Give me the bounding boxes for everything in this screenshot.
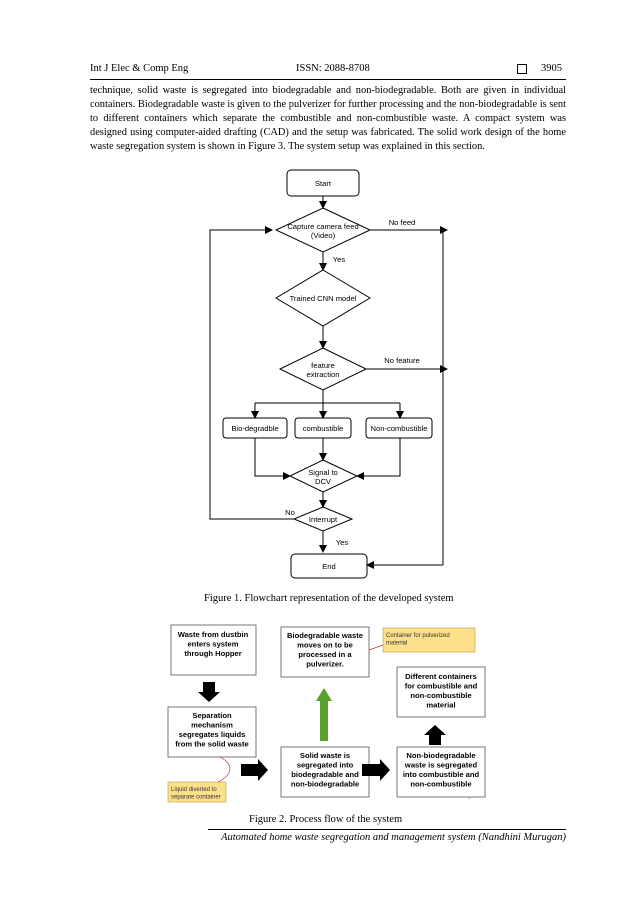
note-liquid	[167, 781, 227, 803]
figure1-caption: Figure 1. Flowchart representation of th…	[204, 593, 454, 604]
issn: ISSN: 2088-8708	[296, 63, 370, 74]
connector-pulverized	[368, 644, 384, 651]
yes-label-1: Yes	[333, 255, 346, 264]
box3-line-1: Solid waste is	[300, 751, 350, 760]
bio-label: Bio-degradble	[231, 424, 278, 433]
green-arrow-head	[316, 688, 332, 701]
feature-label-2: extraction	[307, 370, 340, 379]
box5-line-4: non-combustible	[410, 780, 471, 789]
box4-line-2: moves on to be	[297, 641, 353, 650]
box-containers	[396, 666, 486, 718]
signal-label-1: Signal to	[308, 468, 338, 477]
combustible-label: combustible	[303, 424, 344, 433]
box2-line-3: segregates liquids	[179, 730, 246, 739]
note-liquid-line-1: Liquid diverted to	[171, 787, 217, 793]
journal-name: Int J Elec & Comp Eng	[90, 63, 189, 74]
end-node	[290, 553, 368, 579]
box-separation	[167, 706, 257, 758]
box1-line-3: through Hopper	[184, 649, 241, 658]
footer-rule	[208, 829, 566, 830]
box4-line-4: pulverizer.	[306, 660, 344, 669]
capture-label-2: (Video)	[311, 231, 336, 240]
box4-line-1: Biodegradable waste	[287, 631, 363, 640]
arrow-noncomb-to-signal	[356, 438, 401, 480]
note-pulverized-line-2: material	[386, 641, 407, 647]
black-arrow-right-2	[362, 759, 390, 781]
box2-line-1: Separation	[192, 711, 232, 720]
box1-line-2: enters system	[187, 640, 238, 649]
interrupt-label: Interrupt	[309, 515, 338, 524]
connector-liquid	[217, 756, 231, 783]
noncombustible-node	[365, 417, 433, 439]
figure2-caption: Figure 2. Process flow of the system	[249, 814, 403, 825]
black-arrow-down	[198, 682, 220, 702]
box3-line-2: segregated into	[297, 761, 354, 770]
no-feed-label: No feed	[389, 218, 416, 227]
box-segregation	[280, 746, 370, 798]
note-liquid-line-2: separate container	[171, 795, 221, 801]
box6-line-2: for combustible and	[405, 682, 478, 691]
box5-line-2: waste is segregated	[404, 761, 478, 770]
yes-label-2: Yes	[336, 538, 349, 547]
capture-label-1: Capture camera feed	[287, 222, 358, 231]
box5-line-1: Non-biodegradable	[406, 751, 475, 760]
no-label: No	[285, 508, 295, 517]
black-arrow-up	[424, 725, 446, 745]
tiny-mark: 11	[467, 795, 472, 800]
start-label: Start	[315, 179, 332, 188]
noncombustible-label: Non-combustible	[371, 424, 428, 433]
note-pulverized-line-1: Container for pulverized	[386, 633, 450, 639]
box3-line-3: biodegradable and	[291, 770, 359, 779]
loop-back-no	[209, 226, 294, 520]
green-arrow-shaft	[320, 701, 328, 741]
signal-label-2: DCV	[315, 477, 332, 486]
page-number: 3905	[541, 63, 562, 74]
box2-line-4: from the solid waste	[175, 740, 248, 749]
no-feature-label: No feature	[384, 356, 419, 365]
box-pulverizer	[280, 626, 370, 678]
box5-line-3: into combustible and	[403, 770, 480, 779]
feature-label-1: feature	[311, 361, 335, 370]
box-hopper	[170, 624, 257, 676]
end-label: End	[322, 562, 336, 571]
cnn-label: Trained CNN model	[290, 294, 357, 303]
page-footer: Automated home waste segregation and man…	[221, 832, 566, 843]
box2-line-2: mechanism	[191, 721, 233, 730]
checkbox-glyph-icon	[517, 64, 527, 74]
box6-line-1: Different containers	[405, 672, 477, 681]
box6-line-4: material	[426, 701, 455, 710]
black-arrow-right-1	[241, 759, 268, 781]
box1-line-1: Waste from dustbin	[178, 630, 249, 639]
process-flow: 11	[167, 624, 486, 803]
box-nonbio	[396, 746, 486, 798]
page-header: Int J Elec & Comp Eng ISSN: 2088-8708 39…	[90, 63, 566, 77]
arrow-bio-to-signal	[254, 438, 291, 480]
flowchart	[209, 169, 448, 579]
body-paragraph: technique, solid waste is segregated int…	[90, 85, 566, 153]
box3-line-4: non-biodegradable	[291, 780, 359, 789]
box6-line-3: non-combustible	[410, 691, 471, 700]
box4-line-3: processed in a	[298, 650, 352, 659]
header-rule	[90, 79, 566, 80]
note-pulverized	[382, 627, 476, 653]
